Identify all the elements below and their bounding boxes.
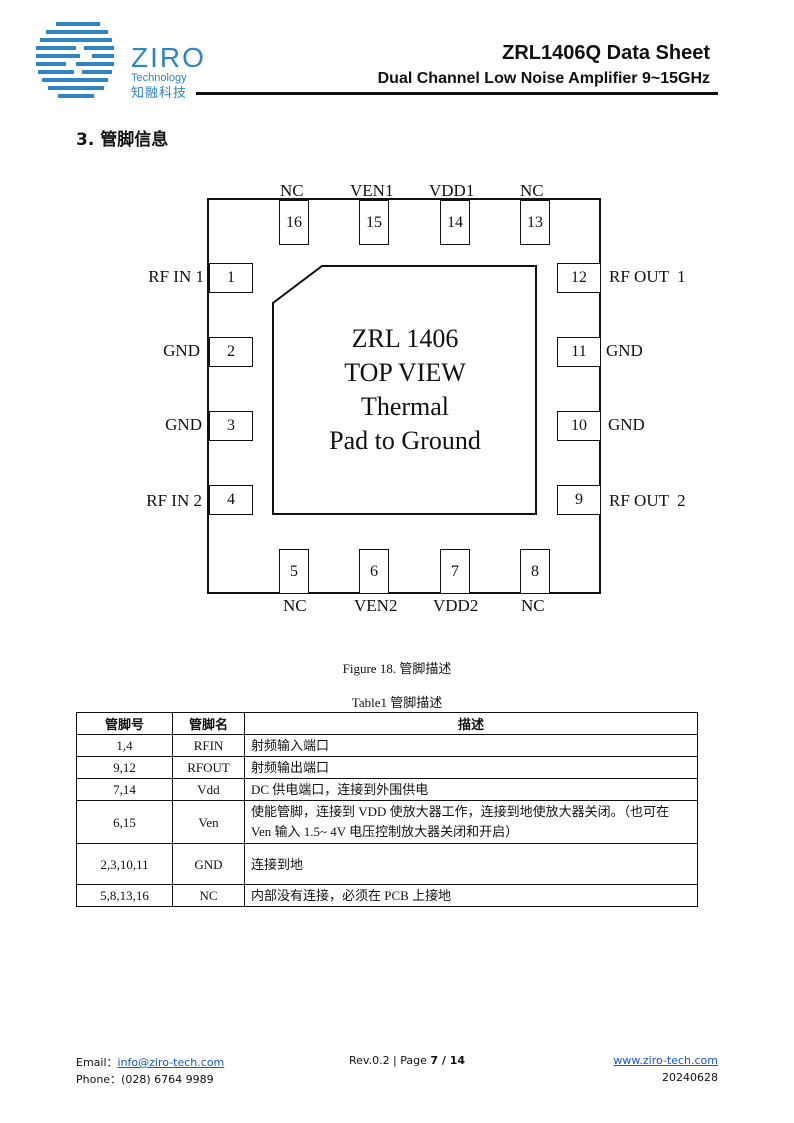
pin-9-pad: 9 [557, 485, 601, 515]
cell-pin-name: Ven [172, 800, 245, 844]
cell-pin-name: Vdd [172, 778, 245, 801]
header-divider [196, 92, 718, 95]
section-heading: 3. 管脚信息 [76, 130, 169, 150]
header-pin-number: 管脚号 [76, 712, 173, 735]
pin-10-label: GND [608, 415, 645, 434]
cell-pin-number: 2,3,10,11 [76, 843, 173, 885]
pin-8-pad: 8 [520, 549, 550, 594]
pin-11-pad: 11 [557, 337, 601, 367]
cell-pin-name: RFOUT [172, 756, 245, 779]
pin-2-label: GND [163, 341, 200, 360]
document-subtitle: Dual Channel Low Noise Amplifier 9~15GHz [377, 70, 710, 87]
thermal-pad [272, 265, 537, 515]
pin-13-pad: 13 [520, 200, 550, 245]
footer-revision: Rev.0.2 | Page [349, 1054, 431, 1067]
pinout-diagram: ZRL 1406 TOP VIEW Thermal Pad to Ground … [146, 181, 686, 615]
pin-15-pad: 15 [359, 200, 389, 245]
footer-email-link[interactable]: info@ziro-tech.com [117, 1056, 225, 1069]
logo-wordmark: ZIRO Technology 知融科技 [131, 44, 206, 100]
footer-email: Email：info@ziro-tech.com [76, 1054, 224, 1070]
footer-email-label: Email： [76, 1056, 118, 1069]
footer-phone: Phone：(028) 6764 9989 [76, 1073, 214, 1086]
pin-8-label: NC [521, 596, 545, 615]
cell-description: 射频输入端口 [244, 734, 698, 757]
footer-website: www.ziro-tech.com [613, 1054, 718, 1067]
footer-page-number: 7 / 14 [430, 1054, 466, 1067]
table-header-row: 管脚号 管脚名 描述 [76, 712, 698, 735]
logo-subtitle: Technology [131, 72, 187, 84]
pin-12-label: RF OUT 1 [609, 267, 686, 286]
cell-pin-name: NC [172, 884, 245, 907]
logo-name: ZIRO [131, 42, 206, 73]
pin-9-label: RF OUT 2 [609, 491, 686, 510]
pin-4-pad: 4 [209, 485, 253, 515]
pin-12-pad: 12 [557, 263, 601, 293]
cell-pin-name: GND [172, 843, 245, 885]
table-row: 6,15 Ven 使能管脚，连接到 VDD 使放大器工作，连接到地使放大器关闭。… [76, 800, 698, 844]
table-row: 7,14 Vdd DC 供电端口，连接到外围供电 [76, 778, 698, 801]
pin-10-pad: 10 [557, 411, 601, 441]
pin-16-label: NC [280, 181, 304, 200]
cell-pin-number: 1,4 [76, 734, 173, 757]
cell-description: 内部没有连接，必须在 PCB 上接地 [244, 884, 698, 907]
pin-4-label: RF IN 2 [146, 491, 202, 510]
footer-website-link[interactable]: www.ziro-tech.com [613, 1054, 718, 1067]
center-line-3: Thermal [360, 392, 450, 421]
table-row: 1,4 RFIN 射频输入端口 [76, 734, 698, 757]
cell-pin-name: RFIN [172, 734, 245, 757]
footer-date: 20240628 [662, 1071, 718, 1084]
cell-description: DC 供电端口，连接到外围供电 [244, 778, 698, 801]
cell-description: 射频输出端口 [244, 756, 698, 779]
pin-1-label: RF IN 1 [148, 267, 204, 286]
cell-pin-number: 7,14 [76, 778, 173, 801]
footer-page-info: Rev.0.2 | Page 7 / 14 [349, 1054, 465, 1067]
pin-description-table: 管脚号 管脚名 描述 1,4 RFIN 射频输入端口 9,12 RFOUT 射频… [76, 712, 698, 907]
pin-11-label: GND [606, 341, 643, 360]
ziro-logo-icon [36, 22, 114, 98]
document-title: ZRL1406Q Data Sheet [502, 42, 710, 64]
header-description: 描述 [244, 712, 698, 735]
figure-caption: Figure 18. 管脚描述 [342, 661, 452, 676]
pin-3-label: GND [165, 415, 202, 434]
table-caption: Table1 管脚描述 [351, 695, 443, 710]
pin-2-pad: 2 [209, 337, 253, 367]
center-line-1: ZRL 1406 [351, 324, 459, 353]
center-line-2: TOP VIEW [344, 358, 466, 387]
logo-chinese-name: 知融科技 [131, 85, 188, 100]
center-line-4: Pad to Ground [329, 426, 481, 455]
pin-5-label: NC [283, 596, 307, 615]
table-row: 9,12 RFOUT 射频输出端口 [76, 756, 698, 779]
package-outline [207, 198, 601, 594]
cell-pin-number: 9,12 [76, 756, 173, 779]
pin-5-pad: 5 [279, 549, 309, 594]
pin-6-pad: 6 [359, 549, 389, 594]
pin-13-label: NC [520, 181, 544, 200]
pin-7-label: VDD2 [433, 596, 479, 615]
cell-description: 连接到地 [244, 843, 698, 885]
center-label: ZRL 1406 TOP VIEW Thermal Pad to Ground [274, 322, 536, 458]
pin-1-pad: 1 [209, 263, 253, 293]
pin-6-label: VEN2 [354, 596, 398, 615]
pin-15-label: VEN1 [350, 181, 394, 200]
cell-description: 使能管脚，连接到 VDD 使放大器工作，连接到地使放大器关闭。（也可在 Ven … [244, 800, 698, 844]
cell-pin-number: 6,15 [76, 800, 173, 844]
table-row: 5,8,13,16 NC 内部没有连接，必须在 PCB 上接地 [76, 884, 698, 907]
pin-14-label: VDD1 [429, 181, 475, 200]
pin-7-pad: 7 [440, 549, 470, 594]
pin-14-pad: 14 [440, 200, 470, 245]
pin-16-pad: 16 [279, 200, 309, 245]
header-pin-name: 管脚名 [172, 712, 245, 735]
table-row: 2,3,10,11 GND 连接到地 [76, 843, 698, 885]
pin-3-pad: 3 [209, 411, 253, 441]
cell-pin-number: 5,8,13,16 [76, 884, 173, 907]
